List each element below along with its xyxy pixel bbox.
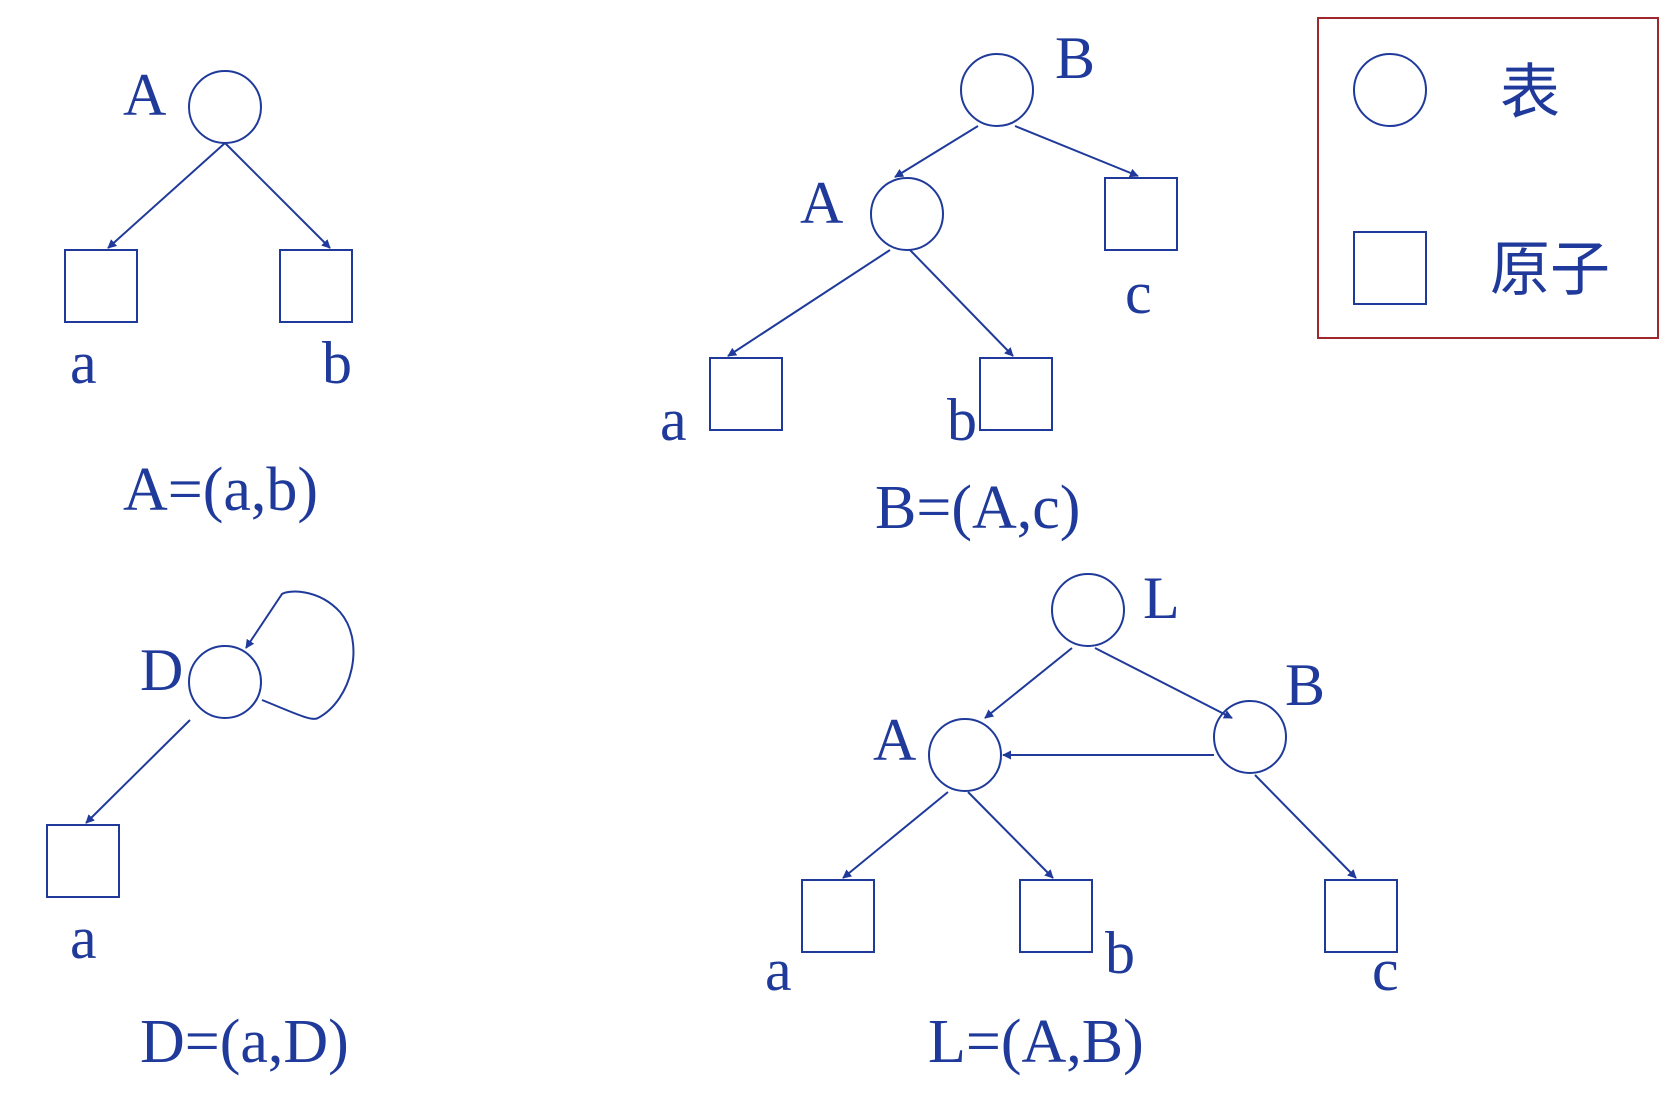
label-leaf-b-a: a (660, 387, 687, 453)
edge-b-to-a (894, 125, 979, 178)
label-node-d: D (140, 637, 183, 703)
edge-la-to-a (842, 791, 949, 879)
label-node-l-b: B (1285, 652, 1325, 718)
label-node-b-a: A (800, 170, 843, 236)
atom-node-l-c (1324, 879, 1398, 953)
list-node-d (188, 645, 262, 719)
label-leaf-l-c: c (1372, 937, 1399, 1003)
atom-node-b-a (709, 357, 783, 431)
edge-a-to-b (224, 142, 331, 249)
label-leaf-b-c: c (1125, 260, 1152, 326)
atom-node-a-b (279, 249, 353, 323)
list-node-l-b (1213, 700, 1287, 774)
diagram-d (46, 590, 355, 898)
atom-node-l-a (801, 879, 875, 953)
formula-l: L=(A,B) (928, 1008, 1144, 1076)
list-node-l-a (928, 718, 1002, 792)
atom-node-a-a (64, 249, 138, 323)
legend-list-circle (1353, 53, 1427, 127)
edge-l-to-b (1094, 647, 1233, 719)
edge-ba-to-b (909, 249, 1014, 357)
label-node-l-a: A (873, 707, 916, 773)
atom-node-b-b (979, 357, 1053, 431)
atom-node-b-c (1104, 177, 1178, 251)
diagram-a (64, 70, 353, 323)
label-leaf-b-b: b (947, 387, 977, 453)
label-node-a: A (123, 62, 166, 128)
atom-node-l-b (1019, 879, 1093, 953)
edge-l-to-a (984, 647, 1073, 719)
edge-la-to-b (967, 791, 1054, 879)
legend-atom-label: 原子 (1490, 237, 1610, 303)
edge-b-to-c (1014, 125, 1139, 178)
label-leaf-a-a: a (70, 330, 97, 396)
formula-b: B=(A,c) (875, 474, 1080, 542)
list-node-a (188, 70, 262, 144)
legend-atom-square (1353, 231, 1427, 305)
legend-box (1317, 17, 1659, 339)
edge-ba-to-a (727, 249, 891, 357)
list-node-l (1051, 573, 1125, 647)
atom-node-d-a (46, 824, 120, 898)
edge-d-to-a (85, 719, 191, 824)
edge-lb-to-c (1254, 774, 1357, 879)
self-loop-d (245, 590, 355, 720)
edge-a-to-a (107, 142, 226, 249)
label-node-b: B (1055, 25, 1095, 91)
list-node-b (960, 53, 1034, 127)
label-leaf-l-a: a (765, 937, 792, 1003)
formula-d: D=(a,D) (140, 1008, 349, 1076)
formula-a: A=(a,b) (123, 456, 318, 524)
label-leaf-d-a: a (70, 905, 97, 971)
label-node-l: L (1143, 565, 1180, 631)
legend-list-label: 表 (1500, 60, 1560, 126)
label-leaf-l-b: b (1105, 920, 1135, 986)
diagram-l (801, 573, 1398, 953)
label-leaf-a-b: b (322, 330, 352, 396)
list-node-b-a (870, 177, 944, 251)
diagram-b (709, 53, 1178, 431)
